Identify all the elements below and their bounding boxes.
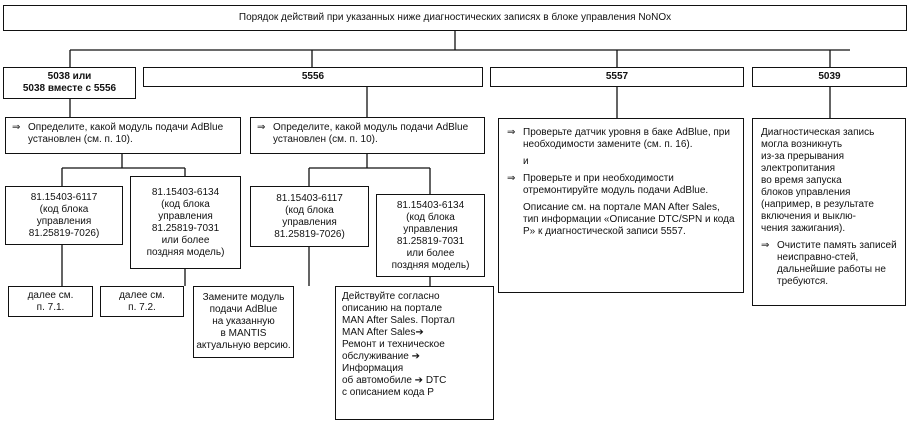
col2-action-portal: Действуйте согласно описанию на портале … (335, 286, 494, 420)
code-5039-header: 5039 (752, 67, 907, 87)
col2-option-6117: 81.15403-6117 (код блока управления 81.2… (250, 186, 369, 247)
col1-step-box: ⇒ Определите, какой модуль подачи AdBlue … (5, 117, 241, 154)
explanation-text: Диагностическая запись могла возникнуть … (761, 127, 875, 234)
step-text: Проверьте датчик уровня в баке AdBlue, п… (523, 127, 730, 150)
code-5557-header: 5557 (490, 67, 744, 87)
col2-step-box: ⇒ Определите, какой модуль подачи AdBlue … (250, 117, 485, 154)
title-box: Порядок действий при указанных ниже диаг… (3, 5, 907, 31)
step-text: Определите, какой модуль подачи AdBlue у… (273, 122, 469, 145)
header-text: 5039 (818, 71, 841, 82)
step-text: Определите, какой модуль подачи AdBlue у… (28, 122, 224, 145)
arrow-right-icon: ⇒ (257, 122, 266, 133)
option-text: 81.15403-6134 (код блока управления 81.2… (391, 199, 470, 271)
col3-instructions-box: ⇒ Проверьте датчик уровня в баке AdBlue, … (498, 118, 744, 293)
col2-option-6134: 81.15403-6134 (код блока управления 81.2… (376, 194, 485, 277)
arrow-right-icon: ⇒ (507, 127, 516, 138)
header-text: 5556 (301, 71, 325, 82)
col1-option-6134: 81.15403-6134 (код блока управления 81.2… (130, 176, 241, 269)
next-text: далее см. п. 7.1. (27, 289, 74, 313)
step-text: Проверьте и при необходимости отремонтир… (523, 173, 709, 196)
next-text: далее см. п. 7.2. (119, 289, 165, 313)
option-text: 81.15403-6117 (код блока управления 81.2… (28, 191, 100, 239)
option-text: 81.15403-6117 (код блока управления 81.2… (274, 192, 345, 240)
and-text: и (523, 156, 529, 167)
code-5038-header: 5038 или 5038 вместе с 5556 (3, 67, 136, 99)
title: Порядок действий при указанных ниже диаг… (238, 12, 672, 23)
action-text: Действуйте согласно описанию на портале … (342, 291, 455, 398)
arrow-right-icon: ⇒ (507, 173, 516, 184)
action-text: Замените модуль подачи AdBlue на указанн… (196, 292, 291, 351)
note-text: Описание см. на портале MAN After Sales,… (523, 202, 735, 237)
option-text: 81.15403-6134 (код блока управления 81.2… (146, 186, 225, 258)
col1-option-6117: 81.15403-6117 (код блока управления 81.2… (5, 186, 123, 245)
arrow-right-icon: ⇒ (12, 122, 21, 133)
col1-next-7-1: далее см. п. 7.1. (8, 286, 93, 317)
header-text: 5557 (605, 71, 629, 82)
arrow-right-icon: ⇒ (761, 240, 770, 251)
header-text: 5038 или 5038 вместе с 5556 (22, 71, 117, 94)
step-text: Очистите память записей неисправно-стей,… (777, 240, 897, 287)
code-5556-header: 5556 (143, 67, 483, 87)
col2-action-replace: Замените модуль подачи AdBlue на указанн… (193, 286, 294, 358)
col1-next-7-2: далее см. п. 7.2. (100, 286, 184, 317)
col4-instructions-box: Диагностическая запись могла возникнуть … (752, 118, 906, 306)
